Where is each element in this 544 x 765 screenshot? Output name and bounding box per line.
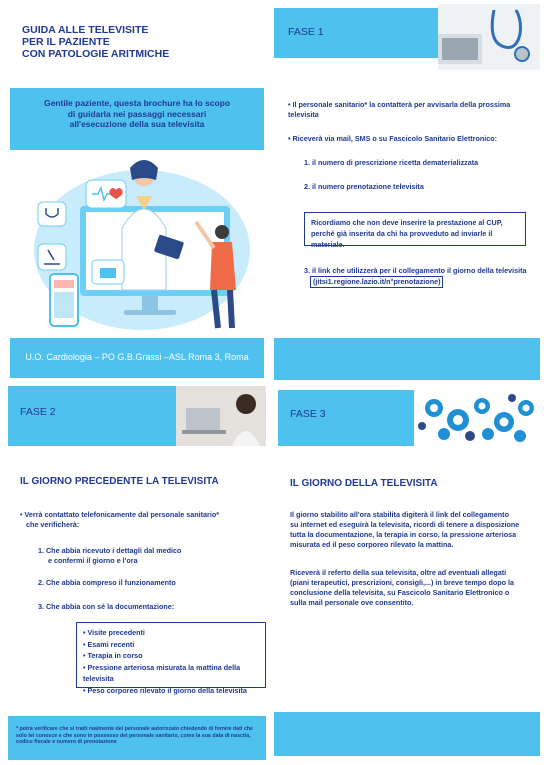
title-line: PER IL PAZIENTE bbox=[22, 36, 110, 48]
footnote-band bbox=[8, 716, 266, 760]
header-band bbox=[274, 8, 446, 58]
section-title: IL GIORNO DELLA TELEVISITA bbox=[290, 478, 438, 489]
bottom-band bbox=[274, 712, 540, 756]
intro-text: Gentile paziente, questa brochure ha lo … bbox=[18, 98, 256, 130]
laptop-photo bbox=[176, 386, 266, 446]
paragraph-line: misurata ed il peso corporeo rilevato la… bbox=[290, 540, 454, 549]
header-band bbox=[278, 390, 414, 446]
phase3-panel: FASE 3 IL GIORNO DELLA TELEVISITA Il gio… bbox=[274, 386, 540, 761]
bullet-call-cont: che verificherà: bbox=[26, 520, 80, 529]
paragraph-line: (piani terapeutici, prescrizioni, consig… bbox=[290, 578, 515, 587]
header-band bbox=[8, 386, 178, 446]
cup-note-box: Ricordiamo che non deve inserire la pres… bbox=[304, 212, 526, 249]
document-item: • Terapia in corso bbox=[83, 651, 143, 660]
stethoscope-icon bbox=[438, 9, 530, 64]
footer-band bbox=[10, 338, 264, 378]
list-item: 1. il numero di prescrizione ricetta dem… bbox=[304, 158, 479, 167]
title-line: CON PATOLOGIE ARITMICHE bbox=[22, 48, 170, 60]
note-line: Ricordiamo che non deve inserire la pres… bbox=[311, 218, 503, 227]
bullet-call: • Verrà contattato telefonicamente dal p… bbox=[20, 510, 220, 519]
jitsi-link[interactable]: (jitsi1.regione.lazio.it/n°prenotazione) bbox=[310, 276, 444, 288]
microscope-icon bbox=[37, 243, 67, 271]
list-item-cont: e confermi il giorno e l'ora bbox=[48, 556, 138, 565]
paragraph-line: tutta la documentazione, la terapia in c… bbox=[290, 530, 517, 539]
phase-title: FASE 3 bbox=[290, 408, 326, 420]
department-footer: U.O. Cardiologia – PO G.B.Grassi –ASL Ro… bbox=[25, 352, 249, 362]
phase2-panel: FASE 2 IL GIORNO PRECEDENTE LA TELEVISIT… bbox=[4, 386, 266, 761]
paragraph-report: Riceverà il referto della sua televisita… bbox=[290, 568, 536, 608]
footnote-line: solo lei conosce e che sono in possesso … bbox=[16, 732, 251, 739]
paragraph-procedure: Il giorno stabilito all'ora stabilita di… bbox=[290, 510, 536, 550]
paragraph-line: conclusione della televisita, su Fascico… bbox=[290, 588, 510, 597]
stethoscope-icon bbox=[37, 201, 67, 227]
document-item: • Visite precedenti bbox=[83, 628, 145, 637]
telemedicine-illustration bbox=[34, 160, 250, 330]
paragraph-line: Il giorno stabilito all'ora stabilita di… bbox=[290, 510, 509, 519]
title-line: GUIDA ALLE TELEVISITE bbox=[22, 24, 149, 36]
footnote: * potrà verificare che si tratti realmen… bbox=[16, 726, 264, 746]
intro-line: Gentile paziente, questa brochure ha lo … bbox=[43, 98, 231, 108]
paragraph-line: Riceverà il referto della sua televisita… bbox=[290, 568, 507, 577]
footnote-line: * potrà verificare che si tratti realmen… bbox=[16, 726, 253, 732]
intro-band bbox=[10, 88, 264, 150]
gear-icon bbox=[418, 394, 534, 442]
phase-title: FASE 1 bbox=[288, 26, 324, 38]
stethoscope-photo bbox=[438, 4, 540, 70]
intro-line: all'esecuzione della sua televisita bbox=[69, 119, 205, 129]
document-item: • Pressione arteriosa misurata la mattin… bbox=[83, 662, 241, 684]
paragraph-line: su internet ed eseguirà la televisita, r… bbox=[290, 520, 520, 529]
list-item: 2. il numero prenotazione televisita bbox=[304, 182, 424, 191]
phase1-panel: FASE 1 • Il personale sanitario* la cont… bbox=[274, 4, 540, 380]
bottom-band bbox=[274, 338, 540, 380]
note-line: perché già inserita da chi ha provveduto… bbox=[311, 229, 493, 249]
list-item: 2. Che abbia compreso il funzionamento bbox=[38, 578, 176, 587]
phase-title: FASE 2 bbox=[20, 406, 56, 418]
list-item: 3. il link che utilizzerà per il collega… bbox=[304, 266, 527, 275]
bullet-receive: • Riceverà via mail, SMS o su Fascicolo … bbox=[288, 134, 498, 143]
intro-line: di guidarla nei passaggi necessari bbox=[67, 108, 207, 119]
paragraph-line: sulla mail personale ove consentito. bbox=[290, 598, 414, 607]
gears-image bbox=[414, 390, 540, 446]
documents-box: • Visite precedenti • Esami recenti • Te… bbox=[76, 622, 266, 695]
document-item: • Esami recenti bbox=[83, 639, 135, 649]
footnote-line: codice fiscale e numero di prenotazione bbox=[16, 739, 117, 746]
bullet-contact: • Il personale sanitario* la contatterà … bbox=[288, 100, 511, 119]
list-item: 1. Che abbia ricevuto i dettagli dal med… bbox=[38, 546, 182, 555]
list-item: 3. Che abbia con sé la documentazione: bbox=[38, 602, 175, 611]
brochure-title: GUIDA ALLE TELEVISITE PER IL PAZIENTE CO… bbox=[22, 24, 169, 60]
cover-panel: GUIDA ALLE TELEVISITE PER IL PAZIENTE CO… bbox=[4, 4, 266, 380]
document-item: • Peso corporeo rilevato il giorno della… bbox=[83, 685, 247, 695]
section-title: IL GIORNO PRECEDENTE LA TELEVISITA bbox=[20, 476, 219, 487]
calendar-icon bbox=[49, 273, 79, 327]
heart-icon bbox=[85, 179, 127, 209]
